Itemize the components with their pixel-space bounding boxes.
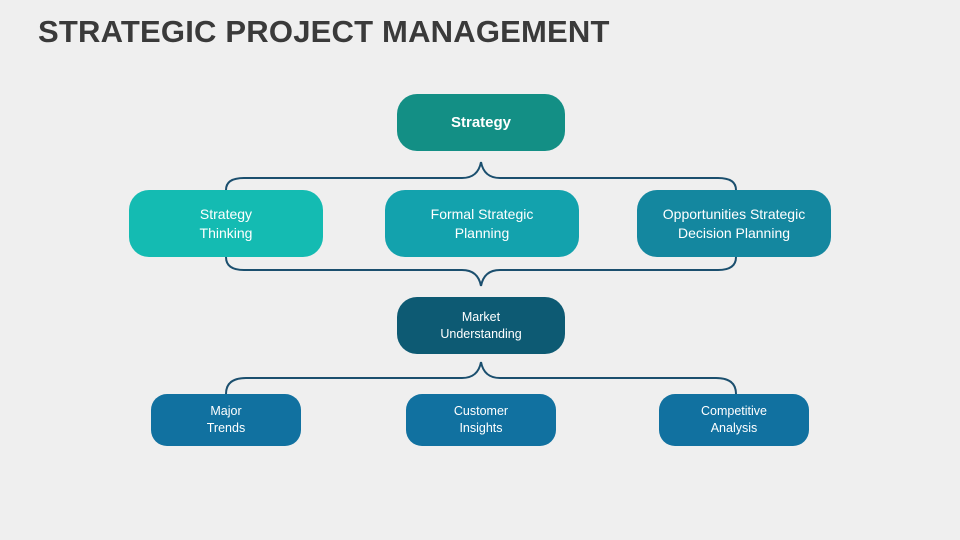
competitive-analysis-line2: Analysis [710, 421, 758, 435]
opportunities-decision-planning-line1: Opportunities Strategic [662, 205, 806, 222]
customer-insights-line1: Customer [453, 404, 509, 418]
strategy-label: Strategy [450, 114, 512, 131]
strategy-thinking-box: Strategy Thinking [129, 190, 323, 257]
major-trends-line2: Trends [206, 421, 246, 435]
market-understanding-line1: Market [461, 309, 501, 324]
competitive-analysis-box: Competitive Analysis [659, 394, 809, 446]
competitive-analysis-line1: Competitive [701, 404, 767, 418]
brace-market-to-factors [225, 361, 737, 395]
strategy-box: Strategy [397, 94, 565, 151]
major-trends-box: Major Trends [151, 394, 301, 446]
market-understanding-line2: Understanding [440, 326, 522, 341]
page-title: STRATEGIC PROJECT MANAGEMENT [38, 14, 610, 49]
customer-insights-line2: Insights [459, 421, 503, 435]
opportunities-decision-planning-box: Opportunities Strategic Decision Plannin… [637, 190, 831, 257]
brace-strategy-to-approaches [225, 161, 737, 191]
major-trends-line1: Major [210, 404, 242, 418]
formal-strategic-planning-line2: Planning [454, 224, 510, 241]
customer-insights-box: Customer Insights [406, 394, 556, 446]
opportunities-decision-planning-line2: Decision Planning [677, 224, 791, 241]
formal-strategic-planning-line1: Formal Strategic [430, 205, 534, 222]
strategy-thinking-line1: Strategy [199, 205, 253, 222]
strategy-thinking-line2: Thinking [199, 224, 253, 241]
formal-strategic-planning-box: Formal Strategic Planning [385, 190, 579, 257]
brace-approaches-to-market [225, 256, 737, 287]
market-understanding-box: Market Understanding [397, 297, 565, 354]
